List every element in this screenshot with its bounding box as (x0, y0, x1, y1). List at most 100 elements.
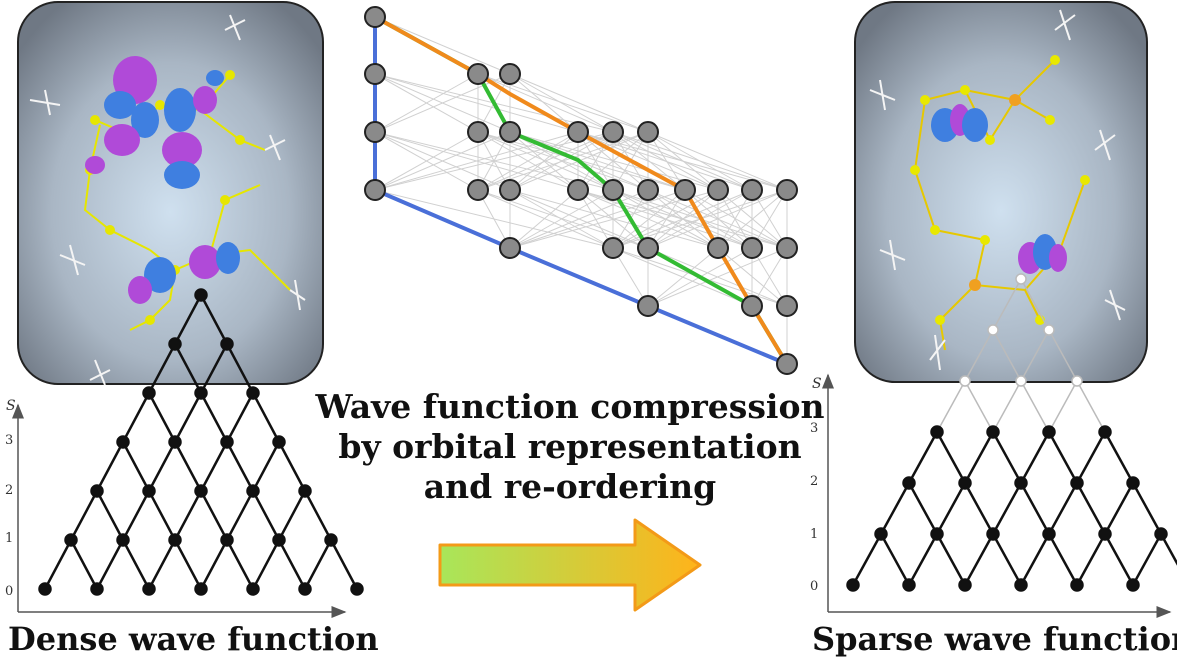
lattice-link (1047, 482, 1079, 535)
lattice-edge (374, 131, 579, 191)
lattice-edge (577, 131, 649, 191)
lattice-link (936, 380, 966, 433)
lattice-link (121, 441, 151, 492)
lattice-node (741, 237, 763, 259)
lattice-link (95, 441, 125, 492)
lattice-node (637, 121, 659, 143)
lattice-edge (647, 131, 719, 191)
lattice-edge (647, 247, 788, 307)
lattice-link (147, 441, 177, 492)
lattice-link (1075, 431, 1107, 484)
lattice-link (199, 392, 229, 443)
lattice-site (846, 578, 860, 592)
lattice-node (602, 179, 624, 201)
lattice-site (220, 435, 234, 449)
lattice-node (499, 63, 521, 85)
lattice-link (225, 392, 255, 443)
lattice-edge (577, 189, 614, 249)
lattice-link (1075, 482, 1107, 535)
lattice-site (194, 582, 208, 596)
lattice-link (121, 392, 151, 443)
lattice-link (173, 343, 203, 394)
lattice-link (277, 490, 307, 541)
lattice-link (964, 329, 994, 382)
lattice-link (1019, 533, 1051, 586)
lattice-link (43, 539, 73, 590)
lattice-link (199, 539, 229, 590)
lattice-site (986, 425, 1000, 439)
lattice-node (567, 121, 589, 143)
lattice-link (95, 539, 125, 590)
lattice-node (741, 179, 763, 201)
lattice-edge (509, 189, 649, 249)
lattice-link (303, 539, 333, 590)
lattice-site (1015, 375, 1027, 387)
lattice-link (1131, 533, 1163, 586)
lattice-link (147, 539, 177, 590)
lattice-edge (509, 73, 649, 133)
lattice-edge (374, 73, 511, 133)
lattice-link (1047, 431, 1079, 484)
lattice-link (851, 533, 883, 586)
tick-label-0-right: 0 (810, 579, 818, 594)
lattice-site (1126, 476, 1140, 490)
lattice-link (1159, 533, 1177, 566)
lattice-edge (477, 131, 579, 191)
lattice-site (272, 533, 286, 547)
lattice-node (364, 121, 386, 143)
lattice-node (776, 353, 798, 375)
lattice-edge (477, 189, 511, 249)
lattice-node (776, 295, 798, 317)
lattice-node (602, 121, 624, 143)
lattice-site (324, 533, 338, 547)
lattice-site (142, 582, 156, 596)
lattice-site (986, 527, 1000, 541)
orbital-ordering-lattice (364, 6, 798, 375)
lattice-site (194, 484, 208, 498)
lattice-site (168, 337, 182, 351)
lattice-node (499, 237, 521, 259)
lattice-node (467, 179, 489, 201)
lattice-edge (374, 131, 479, 191)
lattice-site (246, 484, 260, 498)
lattice-link (992, 278, 1022, 331)
lattice-node (467, 63, 489, 85)
lattice-edge (509, 73, 579, 133)
lattice-link (963, 431, 995, 484)
lattice-link (1103, 533, 1135, 586)
molecule-dense-orbitals-icon (17, 1, 324, 386)
lattice-link (1048, 329, 1078, 382)
lattice-node (707, 179, 729, 201)
lattice-site (1098, 527, 1112, 541)
lattice-link (991, 482, 1023, 535)
lattice-link (1047, 533, 1079, 586)
lattice-edge (374, 73, 479, 133)
lattice-site (1042, 527, 1056, 541)
lattice-edge (751, 189, 788, 249)
lattice-site (38, 582, 52, 596)
lattice-site (220, 533, 234, 547)
lattice-link (121, 539, 151, 590)
lattice-edge (612, 189, 686, 249)
lattice-edge (477, 189, 614, 249)
lattice-site (1071, 375, 1083, 387)
lattice-site (168, 533, 182, 547)
lattice-edge (374, 73, 579, 133)
lattice-edge (612, 189, 719, 249)
tick-label-3-right: 3 (810, 421, 818, 436)
lattice-link (95, 490, 125, 541)
lattice-link (1076, 380, 1106, 433)
lattice-link (199, 343, 229, 394)
axis-label-s-right: S (812, 376, 822, 392)
lattice-site (350, 582, 364, 596)
lattice-node (776, 237, 798, 259)
lattice-link (935, 482, 967, 535)
lattice-link (1131, 482, 1163, 535)
dense-title: Dense wave function (8, 620, 379, 657)
lattice-edge (509, 189, 579, 249)
lattice-node (637, 295, 659, 317)
lattice-site (1015, 273, 1027, 285)
lattice-edge (647, 131, 686, 191)
lattice-edge (684, 189, 788, 249)
lattice-site (220, 337, 234, 351)
